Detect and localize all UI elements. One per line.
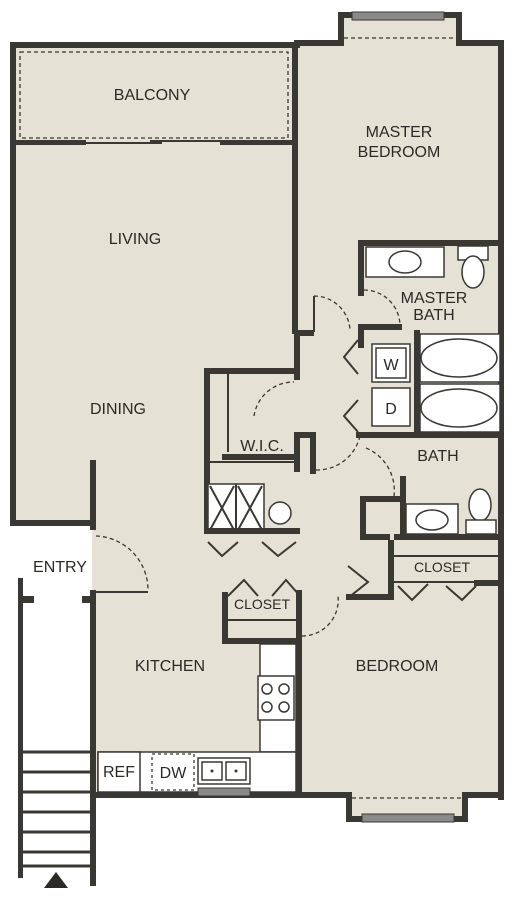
laundry: W D <box>342 339 411 433</box>
hall-closet: CLOSET <box>227 578 339 637</box>
stairs <box>22 750 90 868</box>
master-bedroom-label-2: BEDROOM <box>358 144 441 161</box>
entry: ENTRY <box>20 535 149 603</box>
dryer-label: D <box>385 401 397 418</box>
bedroom-closet: CLOSET <box>347 555 500 602</box>
bath-label: BATH <box>417 448 458 465</box>
window-kitchen <box>197 787 251 797</box>
entry-label: ENTRY <box>33 559 87 576</box>
closet-hall-label: CLOSET <box>234 596 290 612</box>
closet-bedroom-label: CLOSET <box>414 559 470 575</box>
bathtubs <box>419 333 501 433</box>
window-bedroom <box>361 813 455 823</box>
bedroom-label: BEDROOM <box>356 658 439 675</box>
balcony: BALCONY <box>16 42 298 334</box>
master-bath: MASTER BATH <box>358 240 504 330</box>
utility-closet <box>204 483 300 558</box>
wic-label: W.I.C. <box>240 438 284 455</box>
ref-label: REF <box>103 764 135 781</box>
washer-label: W <box>383 357 399 374</box>
master-bedroom-label-1: MASTER <box>366 124 433 141</box>
dining-label: DINING <box>90 401 146 418</box>
interior-walls <box>204 330 504 795</box>
living-label: LIVING <box>109 231 161 248</box>
kitchen-label: KITCHEN <box>135 658 205 675</box>
kitchen: REF DW KITCHEN <box>97 643 297 793</box>
master-bath-label-2: BATH <box>413 307 454 324</box>
dw-label: DW <box>160 765 188 782</box>
balcony-label: BALCONY <box>114 87 191 104</box>
master-bath-label-1: MASTER <box>401 290 468 307</box>
triangle-up-icon <box>44 872 68 888</box>
window-top <box>351 11 445 21</box>
walk-in-closet: W.I.C. <box>210 374 295 463</box>
bath: BATH <box>315 435 497 538</box>
